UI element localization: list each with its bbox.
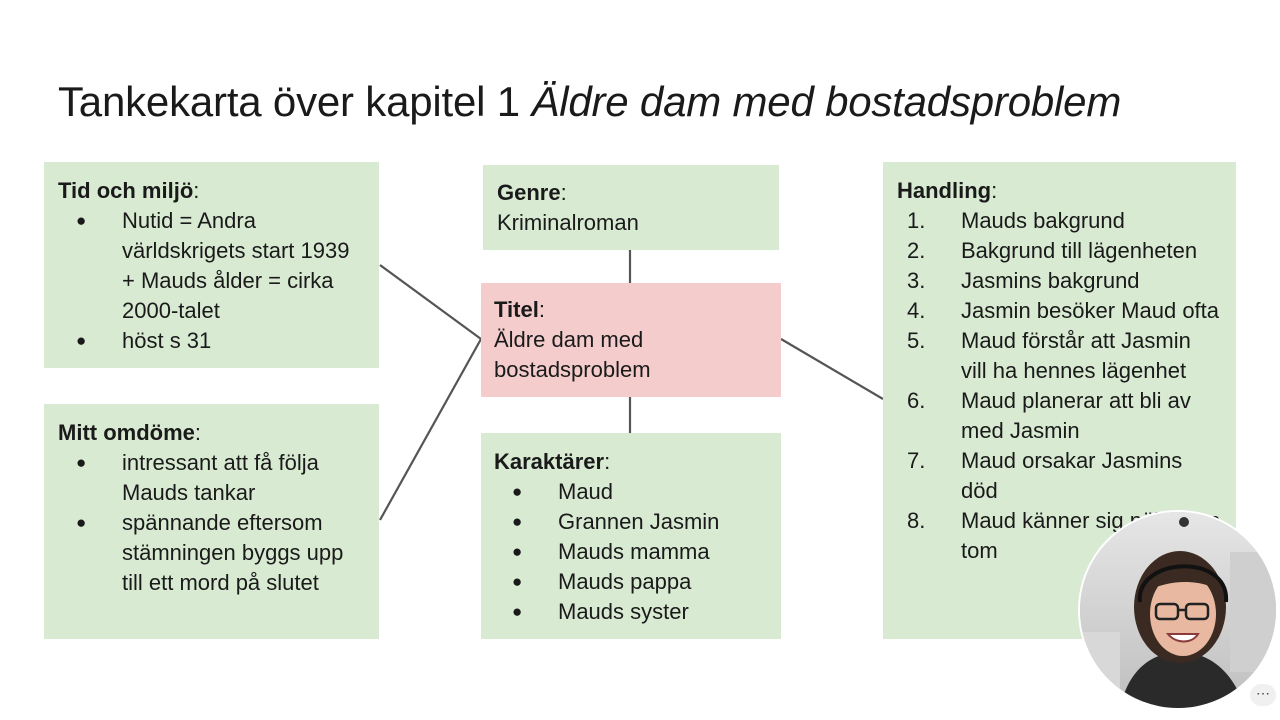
- more-options-icon[interactable]: ⋯: [1250, 684, 1276, 706]
- list-item: höst s 31: [58, 326, 365, 356]
- list-item: Mauds syster: [494, 597, 767, 627]
- list-item: 5. Maud förstår att Jasmin vill ha hennes…: [897, 326, 1222, 386]
- title-prefix: Tankekarta över kapitel 1: [58, 78, 532, 125]
- webcam-video-bubble[interactable]: [1080, 512, 1276, 708]
- connector-omdome: [379, 338, 482, 521]
- handling-list: 1. Mauds bakgrund 2. Bakgrund till lägenhe…: [897, 206, 1222, 566]
- mitt-omdome-box: Mitt omdöme: intressant att få följa Mau…: [44, 404, 379, 639]
- item-text: Mauds bakgrund: [961, 208, 1125, 233]
- list-item: Mauds pappa: [494, 567, 767, 597]
- item-text: Jasmin besöker Maud ofta: [961, 298, 1220, 323]
- karaktarer-header: Karaktärer:: [494, 449, 611, 474]
- item-number: 4.: [907, 298, 926, 323]
- list-item: 7. Maud orsakar Jasmins död: [897, 446, 1222, 506]
- item-number: 2.: [907, 238, 926, 263]
- titel-header: Titel:: [494, 297, 545, 322]
- karaktarer-list: Maud Grannen Jasmin Mauds mamma Mauds pa…: [494, 477, 767, 627]
- list-item: Maud: [494, 477, 767, 507]
- slide-title: Tankekarta över kapitel 1 Äldre dam med …: [58, 78, 1121, 126]
- item-number: 6.: [907, 388, 926, 413]
- presenter-avatar: [1080, 512, 1276, 708]
- list-item: 2. Bakgrund till lägenheten: [897, 236, 1222, 266]
- list-item: spännande eftersom stämningen byggs upp …: [58, 508, 365, 598]
- list-item: 3. Jasmins bakgrund: [897, 266, 1222, 296]
- titel-box: Titel: Äldre dam med bostadsproblem: [481, 283, 781, 397]
- item-text: Maud planerar att bli av med Jasmin: [961, 388, 1191, 443]
- connector-handling: [780, 338, 884, 400]
- list-item: Mauds mamma: [494, 537, 767, 567]
- mitt-omdome-list: intressant att få följa Mauds tankar spä…: [58, 448, 365, 598]
- genre-value: Kriminalroman: [497, 210, 639, 235]
- item-text: Maud förstår att Jasmin vill ha hennes l…: [961, 328, 1191, 383]
- genre-box: Genre: Kriminalroman: [483, 165, 779, 250]
- handling-header: Handling:: [897, 178, 998, 203]
- connector-tid: [379, 264, 482, 340]
- list-item: 1. Mauds bakgrund: [897, 206, 1222, 236]
- item-text: Bakgrund till lägenheten: [961, 238, 1198, 263]
- item-text: Jasmins bakgrund: [961, 268, 1140, 293]
- tid-och-miljo-list: Nutid = Andra världskrigets start 1939 +…: [58, 206, 365, 356]
- list-item: 4. Jasmin besöker Maud ofta: [897, 296, 1222, 326]
- title-italic: Äldre dam med bostadsproblem: [531, 78, 1122, 125]
- list-item: Nutid = Andra världskrigets start 1939 +…: [58, 206, 365, 326]
- item-number: 5.: [907, 328, 926, 353]
- item-number: 3.: [907, 268, 926, 293]
- tid-och-miljo-box: Tid och miljö: Nutid = Andra världskrige…: [44, 162, 379, 368]
- genre-header: Genre:: [497, 180, 567, 205]
- item-number: 8.: [907, 508, 926, 533]
- list-item: intressant att få följa Mauds tankar: [58, 448, 365, 508]
- karaktarer-box: Karaktärer: Maud Grannen Jasmin Mauds ma…: [481, 433, 781, 639]
- list-item: 6. Maud planerar att bli av med Jasmin: [897, 386, 1222, 446]
- item-text: Maud orsakar Jasmins död: [961, 448, 1183, 503]
- list-item: Grannen Jasmin: [494, 507, 767, 537]
- titel-value: Äldre dam med bostadsproblem: [494, 327, 651, 382]
- item-number: 7.: [907, 448, 926, 473]
- item-number: 1.: [907, 208, 926, 233]
- tid-och-miljo-header: Tid och miljö:: [58, 178, 200, 203]
- mitt-omdome-header: Mitt omdöme:: [58, 420, 202, 445]
